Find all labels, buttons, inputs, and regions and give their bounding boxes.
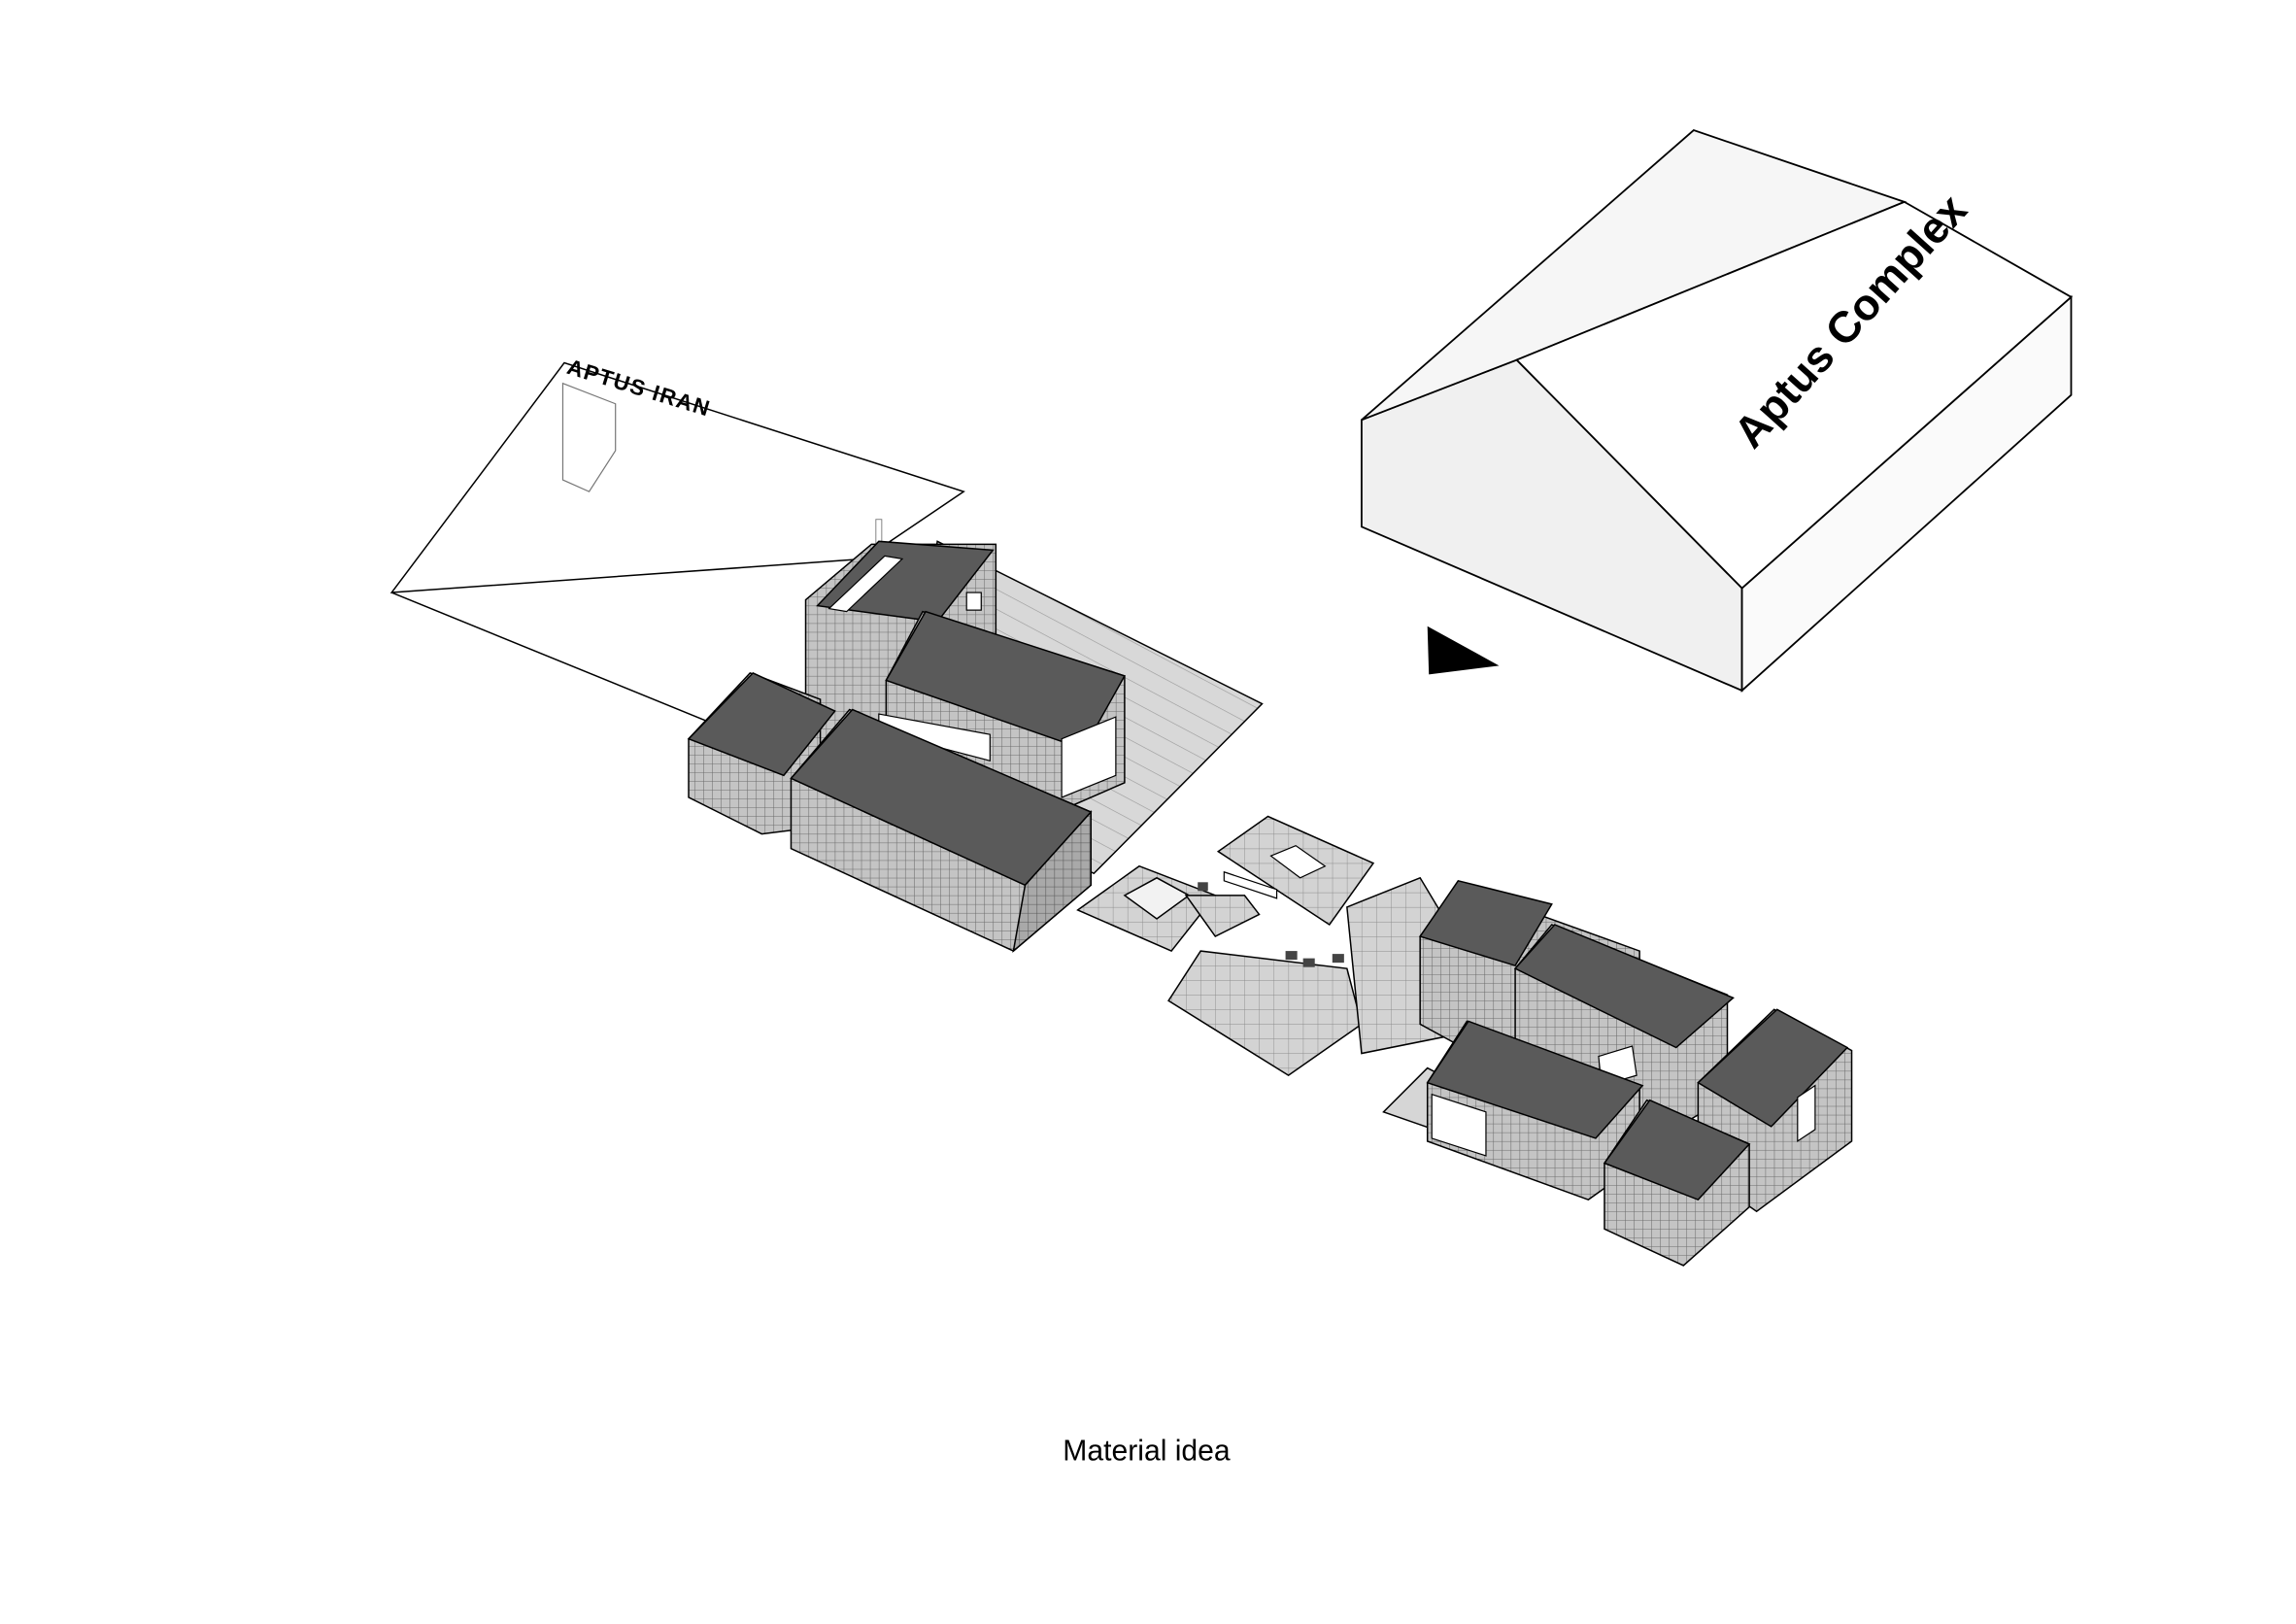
left-building-cluster (687, 540, 1264, 954)
central-courtyard (1076, 815, 1375, 1077)
right-building-cluster (1346, 876, 1853, 1267)
triangle-arrow-icon (1427, 626, 1500, 675)
caption: Material idea (1063, 1435, 1231, 1467)
entrance-gate: APTUS IRAN (389, 355, 965, 732)
aptus-complex-block: Aptus Complex (1361, 129, 2074, 694)
